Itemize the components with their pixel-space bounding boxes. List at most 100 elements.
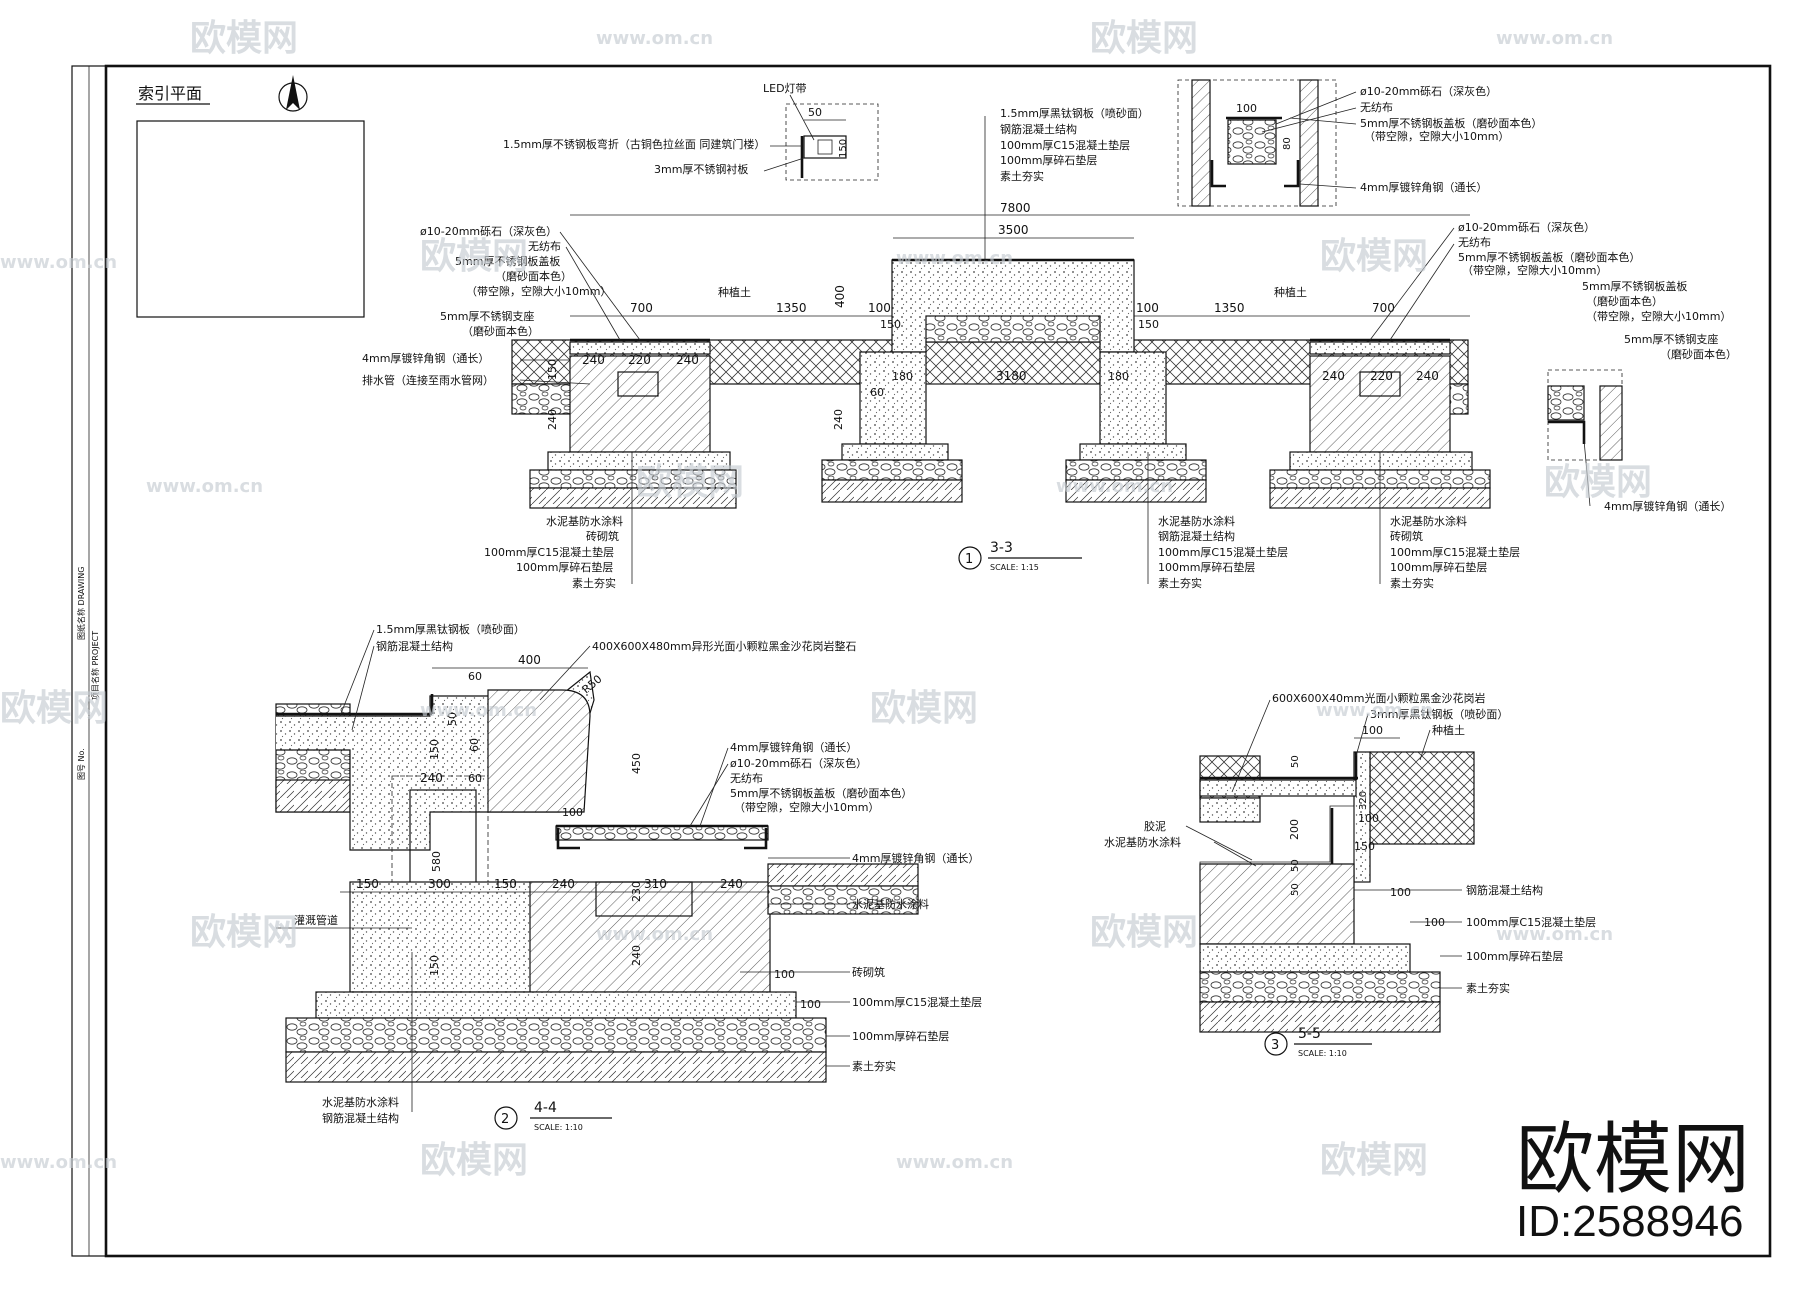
s44-title-block: 2 4-4 SCALE: 1:10 [494,1100,612,1132]
s44-note-r-10: 素土夯实 [852,1059,896,1073]
s55-note-6: 100mm厚C15混凝土垫层 [1466,915,1596,929]
wm-brand-9: 欧模网 [190,912,298,953]
s33-left-note-0: ø10-20mm砾石（深灰色） [420,224,557,238]
wm-url-11: www.om.cn [0,1152,117,1173]
s44-dim-400: 400 [518,653,541,667]
wm-url-9: www.om.cn [596,924,713,945]
b220-a: 220 [628,353,651,367]
dim-3500: 3500 [998,223,1029,237]
s33-bottom-notes-left: 水泥基防水涂料 砖砌筑 100mm厚C15混凝土垫层 100mm厚碎石垫层 素土… [484,452,633,590]
s33-center-note-0: 1.5mm厚黑钛钢板（喷砂面） [1000,106,1149,120]
s33-bl-1: 砖砌筑 [586,529,619,543]
s33-center-note-2: 100mm厚C15混凝土垫层 [1000,138,1130,152]
s44-note-top-2: 400X600X480mm异形光面小颗粒黑金沙花岗岩整石 [592,639,857,653]
s55-note-2: 种植土 [1432,723,1465,737]
s44-note-l-0: 灌溉管道 [294,913,338,927]
wm-url-4: www.om.cn [896,248,1013,269]
s33-far-note-2: （带空隙，空隙大小10mm） [1586,309,1731,323]
s55-dim-50: 50 [1290,755,1301,768]
wm-url-12: www.om.cn [896,1152,1013,1173]
s44-note-r-3: 5mm厚不锈钢板盖板（磨砂面本色） [730,786,912,800]
s33-left-note-2: 5mm厚不锈钢板盖板 [455,254,560,268]
led-detail: 50 150 LED灯带 1.5mm厚不锈钢板弯折（古铜色拉丝面 同建筑门楼） … [503,82,879,181]
led-label: LED灯带 [763,82,807,95]
b240-c: 240 [1322,369,1345,383]
s44-dim-150d: 150 [428,955,441,976]
s44-dim-230: 230 [630,881,643,902]
corner-detail: 100 80 ø10-20mm砾石（深灰色） 无纺布 5mm厚不锈钢板盖板（磨砂… [1177,79,1542,207]
s44-dim-60: 60 [468,670,482,683]
titleblock-line1: 图纸名称 DRAWING [76,567,86,640]
wm-url-5: www.om.cn [146,476,263,497]
s44-note-r-5: 4mm厚镀锌角钢（通长） [852,851,979,865]
s44-note-r-9: 100mm厚碎石垫层 [852,1029,949,1043]
s33-bl-4: 素土夯实 [572,576,616,590]
index-plan-box [136,120,365,318]
s55-note-1: 3mm厚黑钛钢板（喷砂面） [1370,707,1508,721]
s44-dim-310: 310 [644,877,667,891]
s55-title-block: 3 5-5 SCALE: 1:10 [1264,1026,1372,1058]
wm-url-8: www.om.cn [1316,700,1433,721]
b220-b: 220 [1370,369,1393,383]
wm-url-3: www.om.cn [0,252,117,273]
h240-left: 240 [546,409,559,430]
dim-60: 60 [870,386,884,399]
s44-note-r-1: ø10-20mm砾石（深灰色） [730,756,867,770]
brand-logo-large: 欧模网 [1516,1115,1750,1205]
s33-right-note-2: 5mm厚不锈钢板盖板（磨砂面本色） [1458,250,1640,264]
s33-left-note-1: 无纺布 [528,239,561,253]
s33-center-note-1: 钢筋混凝土结构 [1000,122,1077,136]
s33-planting-soil-right: 种植土 [1274,285,1307,299]
s55-dim-150: 150 [1354,840,1375,853]
s44-dim-60b: 60 [468,738,481,752]
dim-1350-right: 1350 [1214,301,1245,315]
s33-far-note-1: （磨砂面本色） [1586,294,1663,308]
s33-center-note-3: 100mm厚碎石垫层 [1000,153,1097,167]
dim-240-mid: 240 [832,409,845,430]
dim-3180: 3180 [996,369,1027,383]
s44-scale: SCALE: 1:10 [534,1123,583,1132]
wm-brand-7: 欧模网 [0,688,108,729]
dim-150-left: 150 [880,318,901,331]
s44-note-r-7: 砖砌筑 [852,965,885,979]
s33-scale: SCALE: 1:15 [990,563,1039,572]
s55-dim-50c: 50 [1290,883,1301,896]
s33-left-note-4: （带空隙，空隙大小10mm） [466,284,611,298]
s33-bottom-notes-right: 水泥基防水涂料 砖砌筑 100mm厚C15混凝土垫层 100mm厚碎石垫层 素土… [1379,452,1520,590]
index-plan-title: 索引平面 [138,84,202,103]
s33-br-3: 100mm厚碎石垫层 [1390,560,1487,574]
wm-url-6: www.om.cn [1056,476,1173,497]
steel-bend-note: 1.5mm厚不锈钢板弯折（古铜色拉丝面 同建筑门楼） [503,137,765,151]
s44-note-r-0: 4mm厚镀锌角钢（通长） [730,740,857,754]
s44-dim-240: 240 [420,771,443,785]
watermark-layer: 欧模网 www.om.cn 欧模网 www.om.cn www.om.cn 欧模… [0,18,1652,1181]
s55-note-8: 素土夯实 [1466,981,1510,995]
wm-url-10: www.om.cn [1496,924,1613,945]
s33-planting-soil-left: 种植土 [718,285,751,299]
s33-left-note-3: （磨砂面本色） [495,269,572,283]
s44-dim-580: 580 [430,851,443,872]
s55-note-7: 100mm厚碎石垫层 [1466,949,1563,963]
s44-title: 4-4 [534,1100,557,1116]
b240-d: 240 [1416,369,1439,383]
corner-note-2: 5mm厚不锈钢板盖板（磨砂面本色） [1360,116,1542,130]
wm-brand-2: 欧模网 [1090,18,1198,59]
s33-far-note-0: 5mm厚不锈钢板盖板 [1582,279,1687,293]
s33-bm-3: 100mm厚碎石垫层 [1158,560,1255,574]
s44-note-r-2: 无纺布 [730,771,763,785]
wm-brand-1: 欧模网 [190,18,298,59]
wm-url-2: www.om.cn [1496,28,1613,49]
inner-frame [104,64,1772,1258]
s33-right-note-0: ø10-20mm砾石（深灰色） [1458,220,1595,234]
s33-center-note-4: 素土夯实 [1000,169,1044,183]
dim-100-right: 100 [1136,301,1159,315]
s55-note-0: 600X600X40mm光面小颗粒黑金沙花岗岩 [1272,691,1486,705]
wm-brand-12: 欧模网 [1320,1140,1428,1181]
corner-note-0: ø10-20mm砾石（深灰色） [1360,84,1497,98]
s33-far-note-4: （磨砂面本色） [1660,347,1737,361]
s44-dim-150: 150 [428,739,441,760]
s55-dim-100b: 100 [1358,812,1379,825]
wm-brand-11: 欧模网 [420,1140,528,1181]
s33-br-1: 砖砌筑 [1390,529,1423,543]
